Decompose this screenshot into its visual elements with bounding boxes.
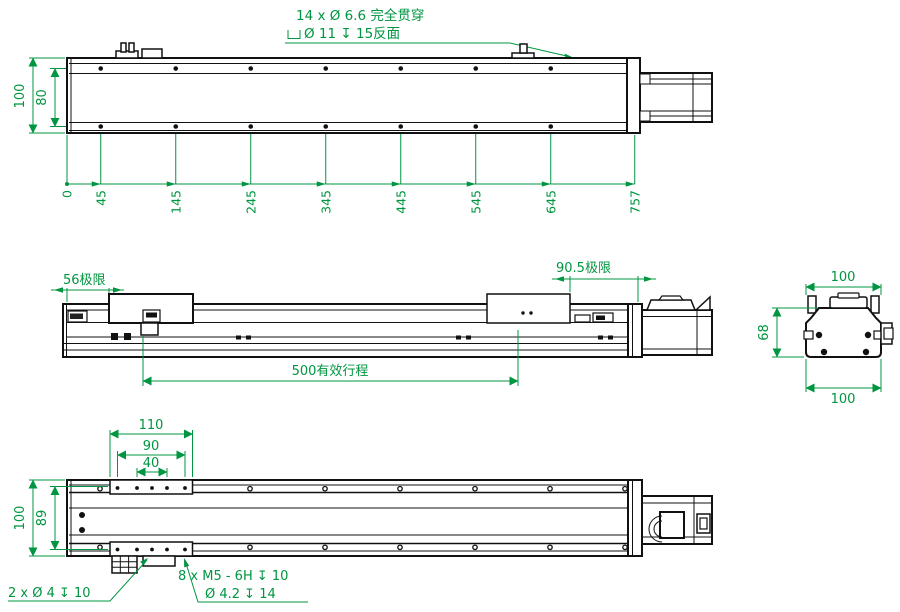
dim-40-label: 40 <box>143 456 160 471</box>
top-view-connectors <box>115 42 535 59</box>
dowel-hole <box>79 512 85 518</box>
carriage-hang-block <box>140 322 159 336</box>
end-width-top-label: 100 <box>831 270 856 285</box>
counterbore-icon <box>287 30 301 39</box>
dim-110-label: 110 <box>139 418 164 433</box>
hole-note-leader <box>285 42 572 58</box>
note-counterbore-label: Ø 4.2 ↧ 14 <box>205 587 276 602</box>
end-side-connector-inner <box>883 327 894 340</box>
end-view-screws <box>815 331 872 356</box>
side-end-cap-bar <box>70 313 83 319</box>
ordinate-label: 545 <box>468 190 483 214</box>
side-view: 56极限 90.5极限 500有效行程 <box>51 261 713 386</box>
dim-bottom-hole-rows: 89 <box>35 510 50 527</box>
bottom-view-motor <box>627 479 713 557</box>
carriage-end-position <box>486 293 571 324</box>
note-dowel-label: 2 x Ø 4 ↧ 10 <box>8 586 91 601</box>
carriage-mount-holes <box>115 486 187 552</box>
rail-block <box>574 314 591 323</box>
note-thread-holes: 8 x M5 - 6H ↧ 10 Ø 4.2 ↧ 14 <box>178 558 308 603</box>
dim-limit-left: 56极限 <box>51 273 124 302</box>
bottom-view-left-dims: 100 89 <box>13 479 108 557</box>
end-view-body <box>805 307 882 358</box>
cable-hook <box>648 515 663 543</box>
end-width-bottom-label: 100 <box>831 392 856 407</box>
carriage-dot <box>529 311 533 315</box>
ordinate-label: 45 <box>93 190 108 206</box>
bottom-view: 110 90 40 100 89 2 x Ø 4 ↧ 10 8 x M5 - 6… <box>8 418 713 603</box>
bottom-plate <box>142 555 176 567</box>
top-view-body <box>66 57 636 134</box>
hole-note: 14 x Ø 6.6 完全贯穿 Ø 11 ↧ 15反面 <box>285 7 574 59</box>
ordinate-label: 0 <box>60 190 75 198</box>
dim-end-height: 68 <box>757 307 818 358</box>
motor-cap <box>645 299 697 311</box>
dim-effective-stroke: 500有效行程 <box>142 330 519 386</box>
ordinate-label: 145 <box>168 190 183 214</box>
hole-note-line2: Ø 11 ↧ 15反面 <box>304 26 400 42</box>
dowel-hole <box>79 527 85 533</box>
limit-left-label: 56极限 <box>63 273 106 288</box>
ordinate-label: 645 <box>543 190 558 214</box>
ordinate-extension-lines <box>66 131 636 185</box>
note-dowel-holes: 2 x Ø 4 ↧ 10 <box>8 558 148 602</box>
ordinate-label: 445 <box>393 190 408 214</box>
effective-stroke-label: 500有效行程 <box>292 364 369 379</box>
bottom-connector-grid <box>111 555 138 574</box>
dim-top-height: 100 <box>13 84 28 109</box>
ordinate-origin-dot <box>65 182 69 186</box>
dim-limit-right: 90.5极限 <box>552 261 656 302</box>
end-height-label: 68 <box>757 324 772 341</box>
side-end-block <box>627 303 643 358</box>
end-view: 100 68 100 <box>757 270 894 407</box>
dim-end-width-top: 100 <box>805 270 882 295</box>
limit-right-label: 90.5极限 <box>556 261 611 276</box>
rail-block-bar <box>596 315 605 320</box>
sensor-prong <box>519 43 528 54</box>
motor-flag <box>694 295 711 311</box>
top-view: 0 45 145 245 345 445 545 645 757 100 80 <box>13 7 713 214</box>
hole-note-line1: 14 x Ø 6.6 完全贯穿 <box>296 7 424 24</box>
top-view-motor <box>626 57 713 134</box>
dim-top-hole-rows: 80 <box>35 89 50 106</box>
top-view-holes <box>98 66 554 129</box>
ordinate-labels: 0 45 145 245 345 445 545 645 757 <box>60 190 643 214</box>
ordinate-arrows <box>91 181 635 187</box>
end-tab-left <box>807 295 817 314</box>
carriage-dot <box>521 311 525 315</box>
end-cap <box>829 296 868 309</box>
top-view-inner-lines <box>69 58 633 133</box>
sensor-dogs <box>111 333 613 340</box>
end-cap-tab <box>837 292 860 299</box>
carriage-clamp-bar <box>146 312 157 318</box>
ordinate-label: 345 <box>318 190 333 214</box>
ordinate-label: 245 <box>243 190 258 214</box>
note-thread-label: 8 x M5 - 6H ↧ 10 <box>178 569 288 584</box>
dim-end-width-bottom: 100 <box>805 359 882 407</box>
ordinate-label: 757 <box>627 190 642 214</box>
cable-hook-inner <box>653 520 663 538</box>
motor-cap-tab <box>657 295 685 301</box>
dim-90-label: 90 <box>143 439 160 454</box>
end-side-tab-left <box>803 330 814 340</box>
dim-carriage-holes: 110 90 40 <box>109 418 193 477</box>
end-tab-right <box>870 295 880 314</box>
dim-bottom-height: 100 <box>13 506 28 531</box>
